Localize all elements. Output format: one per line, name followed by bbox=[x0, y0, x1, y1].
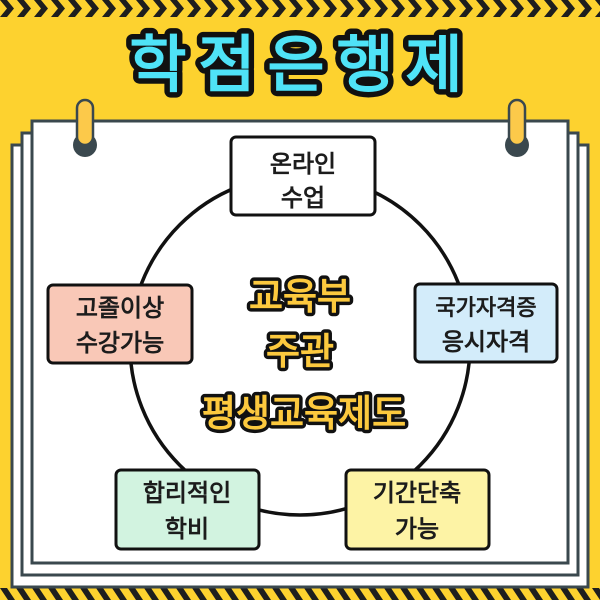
feature-label-line-1: 합리적인 bbox=[143, 479, 231, 507]
pin-right-icon bbox=[505, 98, 529, 157]
feature-label-line-2: 응시자격 bbox=[442, 328, 530, 356]
center-line-2: 주관 bbox=[266, 330, 334, 373]
feature-label-line-2: 수강가능 bbox=[76, 329, 164, 357]
feature-box-national-certification: 국가자격증 응시자격 bbox=[413, 282, 559, 364]
bottom-hazard-stripe bbox=[0, 588, 600, 600]
feature-box-reasonable-tuition: 합리적인 학비 bbox=[114, 468, 261, 551]
page-title: 학점은행제 bbox=[129, 28, 474, 101]
center-line-3: 평생교육제도 bbox=[202, 392, 406, 435]
center-line-1: 교육부 bbox=[249, 275, 351, 318]
feature-label-line-1: 온라인 bbox=[270, 150, 336, 178]
feature-label-line-2: 수업 bbox=[281, 184, 325, 212]
feature-box-bg bbox=[344, 468, 491, 551]
feature-box-bg bbox=[114, 468, 261, 551]
feature-box-bg bbox=[229, 135, 377, 217]
feature-label-line-2: 학비 bbox=[165, 515, 209, 543]
top-hazard-stripe bbox=[0, 0, 600, 17]
feature-label-line-1: 기간단축 bbox=[373, 479, 461, 507]
feature-box-online-classes: 온라인 수업 bbox=[229, 135, 377, 217]
feature-box-shortened-period: 기간단축 가능 bbox=[344, 468, 491, 551]
center-title: 교육부 주관 평생교육제도 bbox=[198, 272, 409, 439]
feature-label-line-1: 고졸이상 bbox=[76, 294, 164, 322]
feature-label-line-1: 국가자격증 bbox=[435, 296, 536, 321]
pin-left-icon bbox=[73, 98, 97, 157]
feature-label-line-2: 가능 bbox=[395, 515, 439, 543]
feature-box-bg bbox=[46, 283, 194, 365]
feature-box-bg bbox=[413, 282, 559, 364]
feature-box-high-school-graduates: 고졸이상 수강가능 bbox=[46, 283, 194, 365]
